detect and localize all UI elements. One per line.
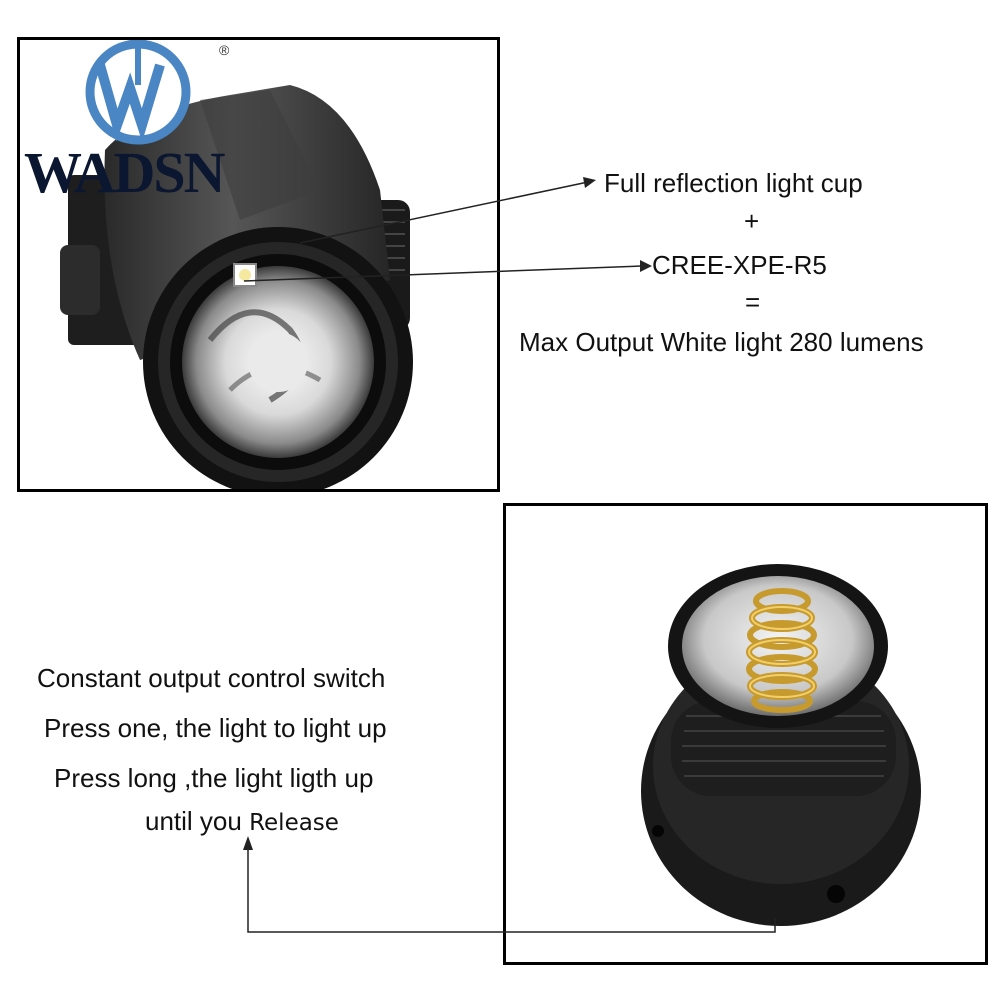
press-long-text: Press long ,the light ligth up <box>54 763 374 793</box>
brand-logo: WADSN ® <box>20 40 305 215</box>
reflection-cup-label: Full reflection light cup <box>604 168 863 198</box>
release-text-prefix: until you <box>145 806 250 836</box>
max-output-label: Max Output White light 280 lumens <box>519 327 924 357</box>
switch-title: Constant output control switch <box>37 663 386 693</box>
arrowhead-cup <box>583 177 596 188</box>
tailcap-photo-frame <box>503 503 988 965</box>
led-model-label: CREE-XPE-R5 <box>652 250 827 280</box>
flashlight-photo-frame: WADSN ® <box>17 37 500 492</box>
wadsn-w-emblem-icon <box>85 40 191 145</box>
equals-sign: = <box>745 287 761 317</box>
release-text: until you Release <box>145 806 339 837</box>
arrowhead-switch <box>243 836 253 850</box>
tailcap-spring-icon <box>641 564 921 926</box>
arrowhead-led <box>640 260 652 272</box>
plus-sign: + <box>744 206 760 236</box>
brand-logo-text: WADSN <box>24 140 225 205</box>
flashlight-head-icon <box>60 85 413 489</box>
release-word: Release <box>249 810 339 836</box>
press-once-text: Press one, the light to light up <box>44 713 387 743</box>
registered-mark: ® <box>219 42 230 58</box>
